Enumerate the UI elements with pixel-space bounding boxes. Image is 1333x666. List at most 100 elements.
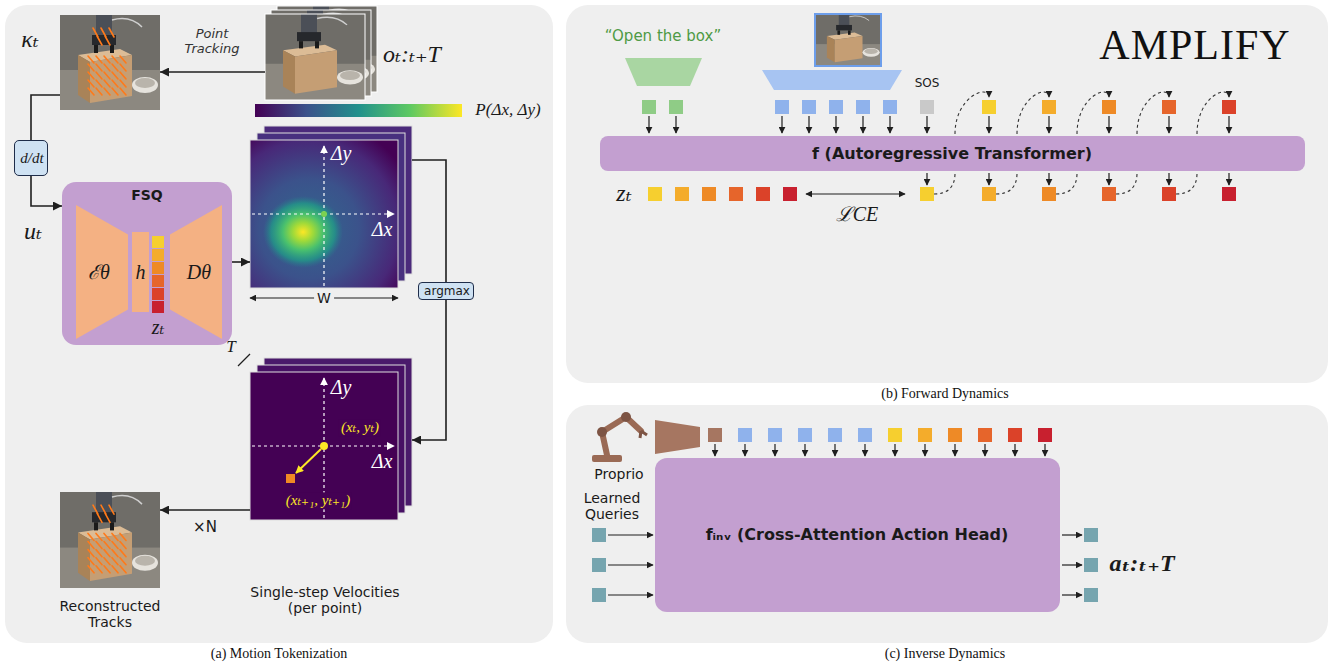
illustration-part xyxy=(978,428,992,442)
illustration-part xyxy=(152,262,164,274)
operator-label: argmax xyxy=(424,285,470,299)
stack-caption: Single-step Velocities (per point) xyxy=(240,584,410,616)
illustration-part xyxy=(1056,173,1077,194)
illustration-part xyxy=(250,140,398,288)
illustration-part xyxy=(988,116,989,133)
illustration-part xyxy=(774,444,775,456)
token-symbol: zₜ xyxy=(616,180,631,208)
illustration-part xyxy=(996,173,1017,194)
illustration-part xyxy=(1228,116,1229,133)
illustration-part xyxy=(1228,173,1229,185)
connector xyxy=(31,176,62,206)
output-symbol: aₜ:ₜ₊T xyxy=(1109,550,1174,578)
image-encoder xyxy=(762,14,902,114)
fsq-box: FSQℰθhDθ xyxy=(62,182,232,345)
illustration-part xyxy=(775,100,789,114)
input-label: Proprio xyxy=(594,466,643,482)
illustration-part xyxy=(1102,100,1116,114)
illustration-part xyxy=(1137,92,1169,134)
illustration-part xyxy=(296,449,321,473)
illustration-part xyxy=(924,444,925,456)
illustration-part xyxy=(835,116,836,133)
illustration-part xyxy=(625,58,702,86)
illustration-part xyxy=(1017,92,1049,134)
signal-symbol: uₜ xyxy=(24,218,42,246)
connector xyxy=(412,300,446,440)
illustration-part xyxy=(1062,594,1082,595)
illustration-part xyxy=(152,275,164,287)
query-label: Learned Queries xyxy=(572,490,652,522)
axis-label: Δy xyxy=(331,376,352,399)
illustration-part xyxy=(804,444,805,456)
illustration-part xyxy=(982,187,996,201)
token-label: SOS xyxy=(915,77,940,91)
instruction-text: “Open the box” xyxy=(605,28,721,45)
colorbar xyxy=(255,104,462,117)
figure-title: AMPLIFY xyxy=(1099,21,1290,69)
illustration-part xyxy=(592,558,606,572)
illustration-part xyxy=(648,116,649,133)
illustration-part xyxy=(286,474,295,483)
illustration-part xyxy=(926,116,927,133)
illustration-part xyxy=(883,100,897,114)
illustration-part xyxy=(602,417,641,455)
illustration-part xyxy=(597,427,607,437)
action-head-box: fᵢₙᵥ (Cross-Attention Action Head) xyxy=(655,458,1060,612)
illustration-part xyxy=(320,442,328,450)
illustration-part xyxy=(768,428,782,442)
point-label: (xₜ, yₜ) xyxy=(339,419,381,436)
operator-box: d/dt xyxy=(14,140,48,176)
illustration-part xyxy=(744,444,745,456)
illustration-part xyxy=(1042,100,1056,114)
observation-stack xyxy=(265,6,377,100)
illustration-part xyxy=(152,288,164,300)
velocity-map xyxy=(250,358,412,520)
illustration-part xyxy=(1062,534,1082,535)
decoder-trapezoid: Dθ xyxy=(170,205,222,339)
axis-label: Δy xyxy=(331,142,352,165)
illustration-part xyxy=(265,14,365,100)
illustration-part xyxy=(1108,116,1109,133)
context-arrows xyxy=(715,444,1045,456)
context-tokens xyxy=(738,428,1052,442)
illustration-part xyxy=(1197,92,1229,134)
math-symbol: h xyxy=(136,261,146,284)
token-arrows xyxy=(649,116,1229,185)
illustration-part xyxy=(862,116,863,133)
illustration-part xyxy=(152,301,164,313)
language-encoder xyxy=(625,58,702,114)
illustration-part xyxy=(729,187,743,201)
illustration-part xyxy=(756,187,770,201)
box-title: fᵢₙᵥ (Cross-Attention Action Head) xyxy=(706,526,1009,544)
illustration-part xyxy=(1222,100,1236,114)
illustration-part xyxy=(1077,92,1109,134)
edge-label: Point Tracking xyxy=(177,27,247,57)
illustration-part xyxy=(815,14,881,66)
illustration-part xyxy=(250,372,398,520)
decoder-trapezoid xyxy=(170,205,222,339)
image-caption: Reconstructed Tracks xyxy=(50,598,170,630)
math-symbol: ℰθ xyxy=(88,261,110,284)
dimension-label: W xyxy=(314,290,334,306)
math-symbol: Dθ xyxy=(187,261,211,284)
encoder-trapezoid: ℰθ xyxy=(76,205,128,339)
illustration-part xyxy=(1042,187,1056,201)
illustration-part xyxy=(608,534,653,535)
connector xyxy=(160,71,265,73)
illustration-part xyxy=(934,173,955,194)
illustration-part xyxy=(708,428,722,442)
illustration-part xyxy=(714,444,715,456)
illustration-part xyxy=(988,173,989,185)
illustration-part xyxy=(702,187,716,201)
illustration-part xyxy=(88,28,126,95)
illustration-part xyxy=(1014,444,1015,456)
operator-box: argmax xyxy=(418,282,474,300)
illustration-part xyxy=(982,100,996,114)
illustration-part xyxy=(60,15,160,110)
illustration-part xyxy=(1222,187,1236,201)
illustration-part xyxy=(648,187,662,201)
point-label: (xₜ₊₁, yₜ₊₁) xyxy=(284,492,352,509)
illustration-part xyxy=(828,428,842,442)
illustration-part xyxy=(1108,173,1109,185)
